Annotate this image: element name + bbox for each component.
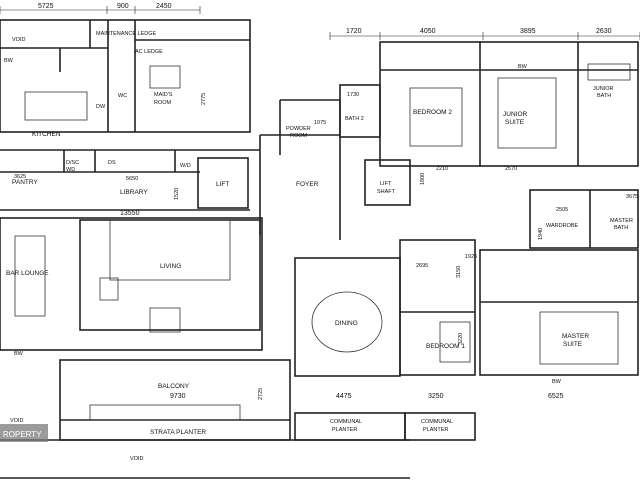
dim-13550: 13550 <box>120 210 140 217</box>
walls <box>0 19 639 479</box>
watermark-badge <box>0 424 48 442</box>
dim-3625: 3625 <box>14 174 26 180</box>
label-bw-left: BW <box>14 351 24 357</box>
label-ds: DS <box>108 160 116 166</box>
label-communal-planter-1b: PLANTER <box>332 427 357 433</box>
label-balcony: BALCONY <box>158 383 190 390</box>
label-lift-shaft-1: LIFT <box>380 181 392 187</box>
label-junior-bath-2: BATH <box>597 93 611 99</box>
dim-2630: 2630 <box>596 28 612 35</box>
dim-6525: 6525 <box>548 393 564 400</box>
label-library: LIBRARY <box>120 189 148 196</box>
dim-2450: 2450 <box>156 3 172 10</box>
label-strata-planter: STRATA PLANTER <box>150 429 206 436</box>
label-communal-planter-1a: COMMUNAL <box>330 419 362 425</box>
label-void-top: VOID <box>12 37 25 43</box>
dim-3250: 3250 <box>428 393 444 400</box>
dim-1720: 1720 <box>346 28 362 35</box>
label-communal-planter-2b: PLANTER <box>423 427 448 433</box>
label-void-bottom-left: VOID <box>10 418 23 424</box>
label-master-bath-1: MASTER <box>610 218 633 224</box>
label-bedroom2: BEDROOM 2 <box>413 109 452 116</box>
label-wc: WC <box>118 93 127 99</box>
label-bw-junior: BW <box>518 64 528 70</box>
dim-1520: 1520 <box>174 188 180 200</box>
dim-5650: 5650 <box>126 176 138 182</box>
label-living: LIVING <box>160 263 181 270</box>
label-powder-room-2: ROOM <box>290 133 308 139</box>
label-master-suite-2: SUITE <box>563 341 583 348</box>
dim-4475: 4475 <box>336 393 352 400</box>
label-pantry: PANTRY <box>12 179 38 186</box>
label-junior-suite-1: JUNIOR <box>503 111 528 118</box>
label-powder-room-1: POWDER <box>286 126 311 132</box>
label-junior-suite-2: SUITE <box>505 119 525 126</box>
watermark-text: ROPERTY <box>3 430 42 439</box>
label-junior-bath-1: JUNIOR <box>593 86 614 92</box>
label-maids-room-1: MAID'S <box>154 92 173 98</box>
dim-4050: 4050 <box>420 28 436 35</box>
top-dimension-lines <box>0 6 640 40</box>
label-foyer: FOYER <box>296 181 319 188</box>
dim-1800: 1800 <box>420 173 426 185</box>
dim-2775: 2775 <box>201 93 207 105</box>
label-void-bottom: VOID <box>130 456 143 462</box>
label-maintenance-ledge: MAINTENANCE LEDGE <box>96 31 157 37</box>
label-bar-lounge: BAR LOUNGE <box>6 270 49 277</box>
dim-2210: 2210 <box>436 166 448 172</box>
dim-1925: 1925 <box>465 254 477 260</box>
dim-1730: 1730 <box>347 92 359 98</box>
dim-2505: 2505 <box>556 207 568 213</box>
label-dw: DW <box>96 104 106 110</box>
dim-5725: 5725 <box>38 3 54 10</box>
label-lift: LIFT <box>216 181 229 188</box>
label-lift-shaft-2: SHAFT <box>377 189 396 195</box>
label-wd: W/D <box>180 163 191 169</box>
dim-2695: 2695 <box>416 263 428 269</box>
label-wardrobe: WARDROBE <box>546 223 579 229</box>
label-communal-planter-2a: COMMUNAL <box>421 419 453 425</box>
dim-1075: 1075 <box>314 120 326 126</box>
dim-900: 900 <box>117 3 129 10</box>
label-dining: DINING <box>335 320 358 327</box>
label-kitchen: KITCHEN <box>32 131 61 138</box>
dim-2570: 2570 <box>505 166 517 172</box>
dim-3220: 3220 <box>458 333 464 345</box>
dim-3150: 3150 <box>456 266 462 278</box>
dim-9730: 9730 <box>170 393 186 400</box>
dim-3895: 3895 <box>520 28 536 35</box>
label-bw-master: BW <box>552 379 562 385</box>
label-bedroom1: BEDROOM 1 <box>426 343 465 350</box>
furniture <box>14 63 631 421</box>
label-dsc-wd-2: WD <box>66 167 75 173</box>
dim-1940: 1940 <box>538 228 544 240</box>
label-bw-top-left: BW <box>4 58 14 64</box>
label-maids-room-2: ROOM <box>154 100 172 106</box>
label-ac-ledge: AC LEDGE <box>135 49 163 55</box>
dim-2725: 2725 <box>258 388 264 400</box>
label-master-bath-2: BATH <box>614 225 628 231</box>
label-dsc-wd-1: D/SC <box>66 160 79 166</box>
label-bath2: BATH 2 <box>345 116 364 122</box>
dim-3675: 3675 <box>626 194 638 200</box>
label-master-suite-1: MASTER <box>562 333 589 340</box>
